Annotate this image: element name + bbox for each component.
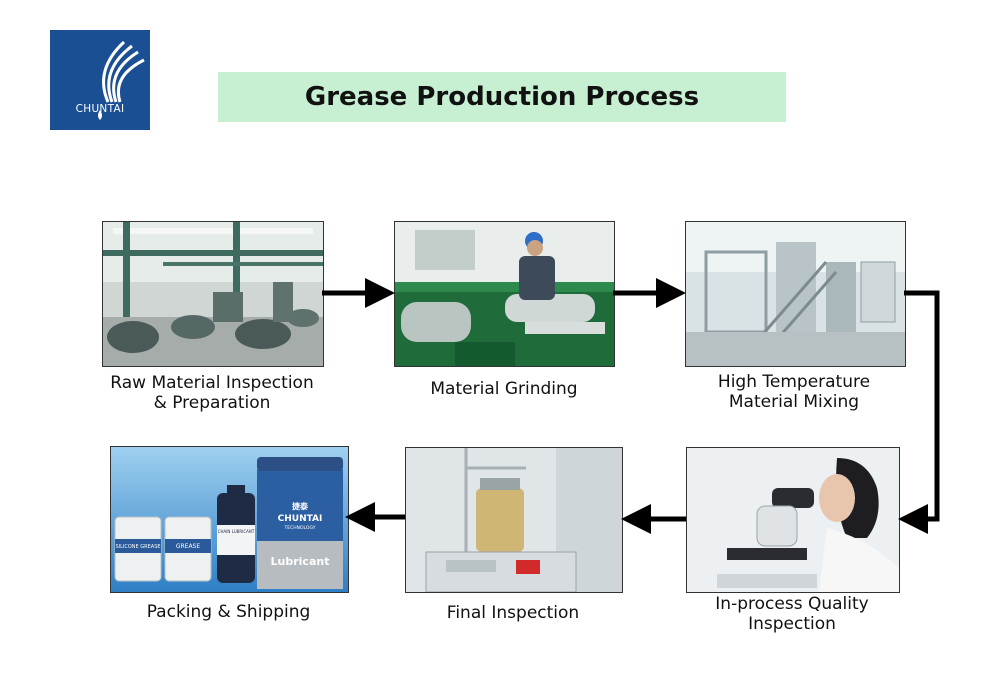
bottle-label: CHAIN LUBRICANT — [218, 529, 255, 534]
bucket-chinese: 捷泰 — [292, 501, 309, 511]
factory-floor-photo — [102, 221, 324, 367]
step-3-caption: High Temperature Material Mixing — [674, 372, 914, 412]
step-5-caption: Final Inspection — [393, 603, 633, 623]
step-5-line-1: Final Inspection — [446, 603, 580, 623]
page-title: Grease Production Process — [304, 82, 700, 112]
step-1-line-2: & Preparation — [153, 393, 271, 413]
company-logo: CHUNTAI — [50, 30, 150, 130]
arrow-3-to-4 — [898, 290, 940, 534]
jar2-label: GREASE — [176, 543, 201, 550]
grinding-machine-photo — [394, 221, 615, 367]
step-3-line-1: High Temperature — [717, 372, 871, 392]
chuntai-logo-icon — [98, 40, 145, 120]
logo-text: CHUNTAI — [75, 103, 125, 115]
step-2-line-1: Material Grinding — [430, 379, 578, 399]
step-4-line-1: In-process Quality — [715, 594, 869, 614]
product-containers-photo: SILICONE GREASE GREASE CHAIN LUBRICANT 捷… — [110, 446, 349, 593]
step-6-caption: Packing & Shipping — [110, 602, 347, 622]
bucket-brand: CHUNTAI — [278, 514, 323, 524]
bucket-label: Lubricant — [271, 555, 330, 568]
step-3-line-2: Material Mixing — [728, 392, 860, 412]
step-4-line-2: Inspection — [748, 614, 836, 634]
bucket-sub: TECHNOLOGY — [284, 525, 316, 531]
step-1-caption: Raw Material Inspection & Preparation — [92, 373, 332, 413]
lab-equipment-photo — [405, 447, 623, 593]
title-banner: Grease Production Process — [218, 72, 786, 122]
jar1-label: SILICONE GREASE — [115, 544, 160, 550]
step-2-caption: Material Grinding — [384, 379, 624, 399]
step-4-caption: In-process Quality Inspection — [672, 594, 912, 634]
microscope-photo — [686, 447, 900, 593]
mixing-tanks-photo — [685, 221, 906, 367]
step-6-line-1: Packing & Shipping — [146, 602, 311, 622]
step-1-line-1: Raw Material Inspection — [110, 373, 314, 393]
